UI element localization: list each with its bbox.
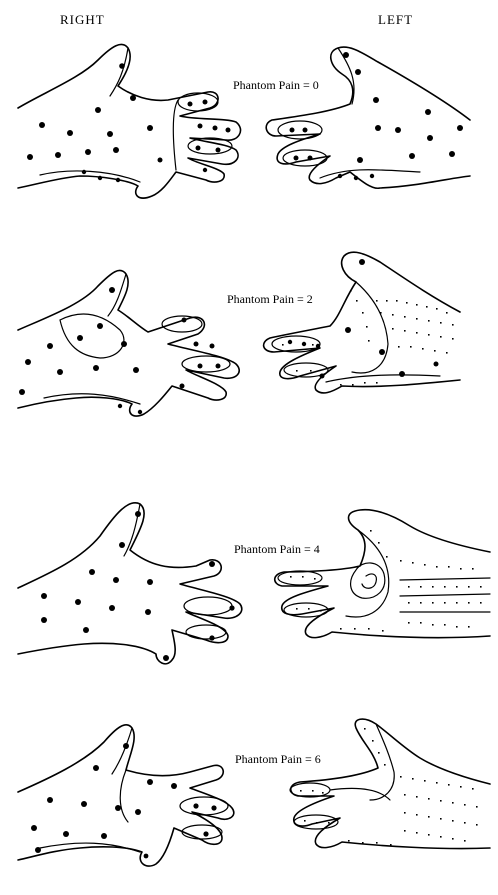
phantom-pain-label-0: Phantom Pain = 0 bbox=[232, 78, 320, 93]
right-hand-row-3 bbox=[18, 725, 234, 866]
right-hand-row-3-markers bbox=[31, 743, 217, 858]
phantom-pain-label-2: Phantom Pain = 2 bbox=[226, 292, 314, 307]
left-hand-row-0-markers bbox=[290, 52, 464, 180]
right-hand-row-0-markers bbox=[27, 63, 231, 182]
right-hand-row-1 bbox=[18, 270, 239, 416]
row-2 bbox=[18, 503, 490, 664]
left-hand-row-0 bbox=[266, 47, 470, 188]
right-hand-row-0 bbox=[18, 44, 241, 198]
left-hand-row-2 bbox=[275, 510, 490, 638]
left-hand-row-1 bbox=[264, 252, 460, 393]
left-hand-row-1-markers bbox=[288, 259, 439, 379]
row-3 bbox=[18, 719, 490, 866]
left-hand-row-3 bbox=[290, 719, 490, 848]
phantom-pain-label-6: Phantom Pain = 6 bbox=[234, 752, 322, 767]
row-1 bbox=[18, 252, 460, 416]
right-hand-row-2 bbox=[18, 503, 242, 664]
row-0 bbox=[18, 44, 470, 198]
phantom-pain-label-4: Phantom Pain = 4 bbox=[233, 542, 321, 557]
